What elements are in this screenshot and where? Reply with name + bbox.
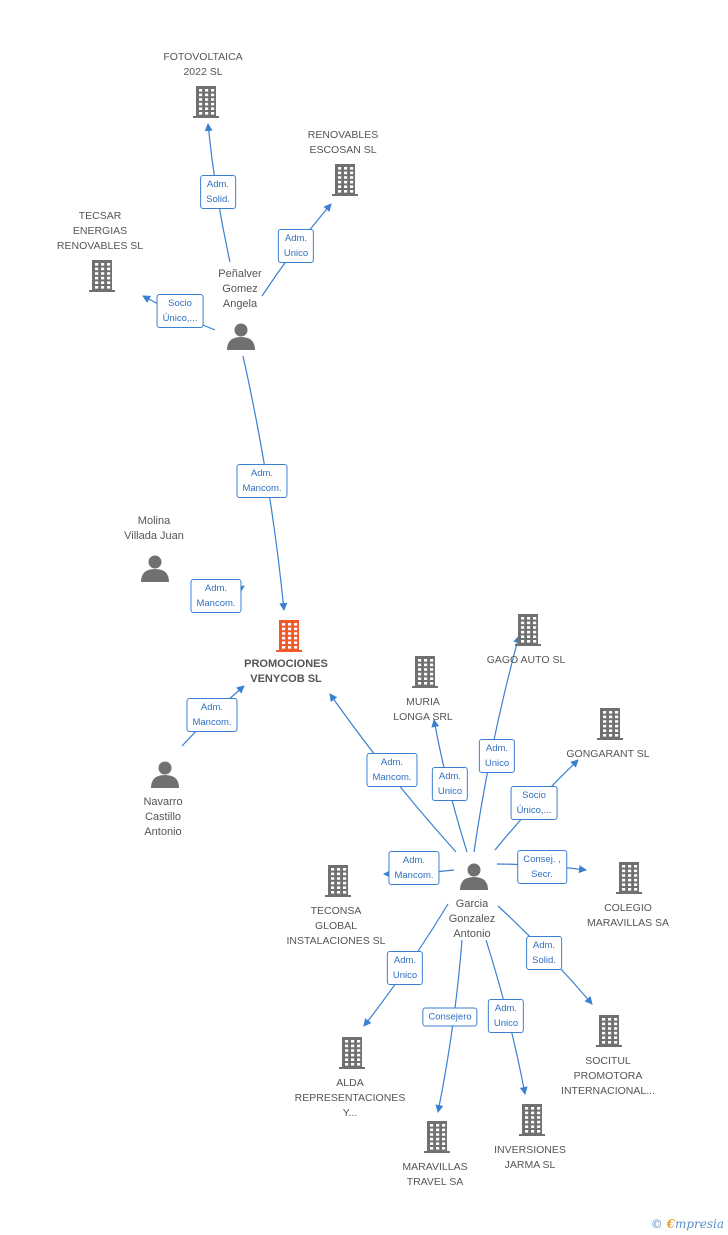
node-tecsar-label[interactable]: TECSAR ENERGIAS RENOVABLES SL [56,210,144,252]
node-socitul-building-icon[interactable] [596,1015,622,1047]
node-maravillas-travel-label[interactable]: MARAVILLAS TRAVEL SA [402,1161,468,1188]
node-inversiones-jarma-label[interactable]: INVERSIONES JARMA SL [494,1144,566,1171]
edge-label-garcia-inversiones[interactable]: Adm. Unico [487,999,525,1033]
edge-label-penalver-fotovoltaica[interactable]: Adm. Solid. [200,175,236,209]
edge-label-garcia-teconsa[interactable]: Adm. Mancom. [388,851,440,885]
node-gago-auto-building-icon[interactable] [515,614,541,646]
node-gago-auto-label[interactable]: GAGO AUTO SL [486,654,566,666]
node-alda-label[interactable]: ALDA REPRESENTACIONES Y... [294,1077,406,1119]
node-muria-longa-label[interactable]: MURIA LONGA SRL [393,696,453,723]
node-teconsa-building-icon[interactable] [325,865,351,897]
node-renovables-escosan-label[interactable]: RENOVABLES ESCOSAN SL [307,129,379,156]
node-garcia-person-icon[interactable] [460,863,488,891]
node-renovables-escosan-building-icon[interactable] [332,164,358,196]
node-garcia-label[interactable]: Garcia Gonzalez Antonio [448,898,496,940]
edge-label-garcia-promociones[interactable]: Adm. Mancom. [366,753,418,787]
node-penalver-label[interactable]: Peñalver Gomez Angela [218,268,262,310]
node-inversiones-jarma-building-icon[interactable] [519,1104,545,1136]
node-fotovoltaica-building-icon[interactable] [193,86,219,118]
node-promociones-venycob-building-icon[interactable] [276,620,302,652]
edge-label-garcia-muria[interactable]: Adm. Unico [431,767,469,801]
edge-label-garcia-maravillas_travel[interactable]: Consejero [422,1007,478,1027]
node-fotovoltaica-label[interactable]: FOTOVOLTAICA 2022 SL [163,51,243,78]
copyright-symbol: © [650,1217,663,1231]
edge-label-penalver-tecsar[interactable]: Socio Único,... [156,294,204,328]
node-tecsar-building-icon[interactable] [89,260,115,292]
edge-label-garcia-gago[interactable]: Adm. Unico [478,739,516,773]
edge-label-garcia-alda[interactable]: Adm. Unico [386,951,424,985]
node-socitul-label[interactable]: SOCITUL PROMOTORA INTERNACIONAL... [561,1055,655,1097]
node-muria-longa-building-icon[interactable] [412,656,438,688]
edge-label-navarro-promociones[interactable]: Adm. Mancom. [186,698,238,732]
node-molina-person-icon[interactable] [141,555,169,583]
edge-label-penalver-renovables_escosan[interactable]: Adm. Unico [277,229,315,263]
brand-logo-mark: € [666,1217,675,1231]
edge-label-garcia-socitul[interactable]: Adm. Solid. [526,936,562,970]
empresia-brand[interactable]: © €mpresia [651,1217,724,1231]
node-gongarant-building-icon[interactable] [597,708,623,740]
node-gongarant-label[interactable]: GONGARANT SL [566,748,650,760]
brand-name: mpresia [674,1217,724,1231]
edge-label-garcia-colegio[interactable]: Consej. , Secr. [517,850,567,884]
edge-label-penalver-promociones[interactable]: Adm. Mancom. [236,464,288,498]
edge-label-molina-promociones[interactable]: Adm. Mancom. [190,579,242,613]
node-molina-label[interactable]: Molina Villada Juan [124,515,184,542]
node-colegio-building-icon[interactable] [616,862,642,894]
node-penalver-person-icon[interactable] [227,323,255,351]
node-navarro-person-icon[interactable] [151,761,179,789]
edge-label-garcia-gongarant[interactable]: Socio Único,... [510,786,558,820]
node-colegio-label[interactable]: COLEGIO MARAVILLAS SA [586,902,670,929]
node-alda-building-icon[interactable] [339,1037,365,1069]
node-teconsa-label[interactable]: TECONSA GLOBAL INSTALACIONES SL [286,905,386,947]
node-promociones-venycob-label[interactable]: PROMOCIONES VENYCOB SL [244,658,328,685]
node-maravillas-travel-building-icon[interactable] [424,1121,450,1153]
node-navarro-label[interactable]: Navarro Castillo Antonio [143,796,183,838]
